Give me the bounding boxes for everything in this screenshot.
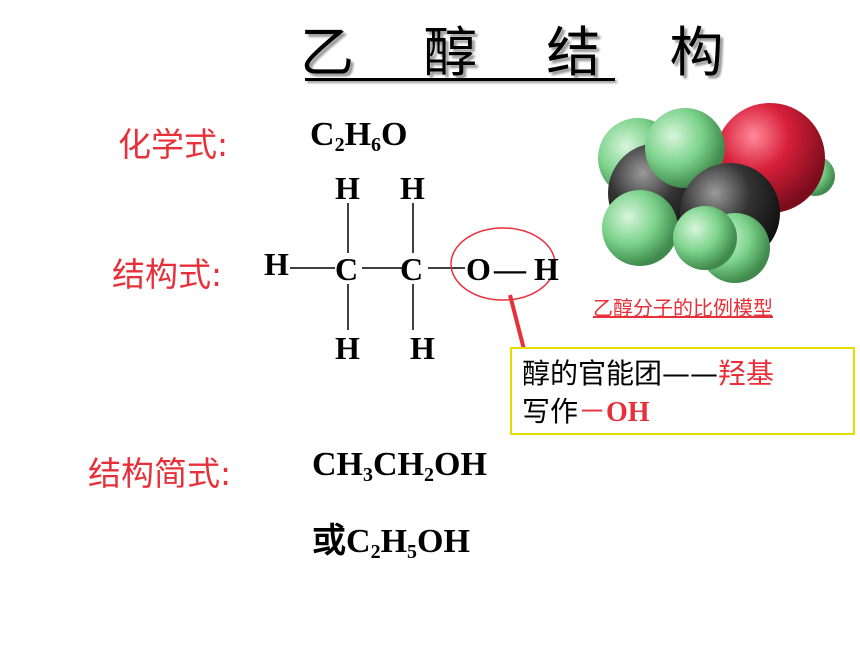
formula-part: C (346, 523, 371, 560)
chemical-formula-label: 化学式: (118, 125, 229, 164)
callout-highlight: OH (606, 397, 650, 428)
formula-part: OH (417, 523, 470, 560)
formula-sub: 2 (424, 464, 434, 486)
atom-h-left: H (264, 246, 289, 282)
hydrogen-atom (645, 108, 725, 188)
formula-sub: 6 (371, 134, 382, 156)
formula-part: O (381, 116, 408, 153)
condensed-formula-line2: 或C2H5OH (312, 513, 470, 564)
callout-text: 写作 (522, 395, 579, 428)
model-caption: 乙醇分子的比例模型 (593, 296, 773, 320)
bond-o-h: — (494, 251, 526, 287)
formula-part: H (380, 523, 408, 560)
hydroxyl-highlight-circle (450, 227, 556, 301)
atom-h-bottom-1: H (335, 330, 360, 366)
callout-highlight: 羟基 (718, 357, 775, 390)
functional-group-callout: 醇的官能团——羟基 写作－OH (510, 347, 855, 435)
atom-h-bottom-2: H (410, 330, 435, 366)
formula-sub: 2 (334, 134, 345, 156)
ethanol-space-filling-model (598, 103, 835, 283)
hydrogen-atom (602, 190, 678, 266)
atom-h-top-2: H (400, 170, 425, 206)
title-underline (305, 78, 615, 81)
formula-part: H (344, 116, 372, 153)
condensed-formula-label: 结构简式: (88, 454, 232, 493)
chemical-formula: C2H6O (310, 116, 407, 157)
formula-part: CH (312, 446, 363, 483)
atom-h-top-1: H (335, 170, 360, 206)
formula-part: OH (434, 446, 487, 483)
callout-highlight: － (578, 395, 607, 428)
callout-line-2: 写作－OH (522, 393, 843, 432)
formula-sub: 2 (370, 541, 381, 563)
structural-formula-label: 结构式: (112, 255, 223, 294)
formula-prefix: 或 (312, 521, 346, 561)
formula-sub: 3 (363, 464, 373, 486)
condensed-formula-line1: CH3CH2OH (312, 446, 487, 487)
formula-part: CH (373, 446, 424, 483)
atom-h-right: H (534, 251, 559, 287)
atom-o: O (466, 251, 491, 287)
formula-sub: 5 (407, 541, 418, 563)
formula-part: C (310, 116, 335, 153)
callout-text: 醇的官能团—— (522, 357, 719, 390)
atom-c2: C (400, 251, 424, 287)
callout-line-1: 醇的官能团——羟基 (522, 355, 843, 393)
atom-c1: C (335, 251, 359, 287)
hydrogen-atom (673, 206, 737, 270)
